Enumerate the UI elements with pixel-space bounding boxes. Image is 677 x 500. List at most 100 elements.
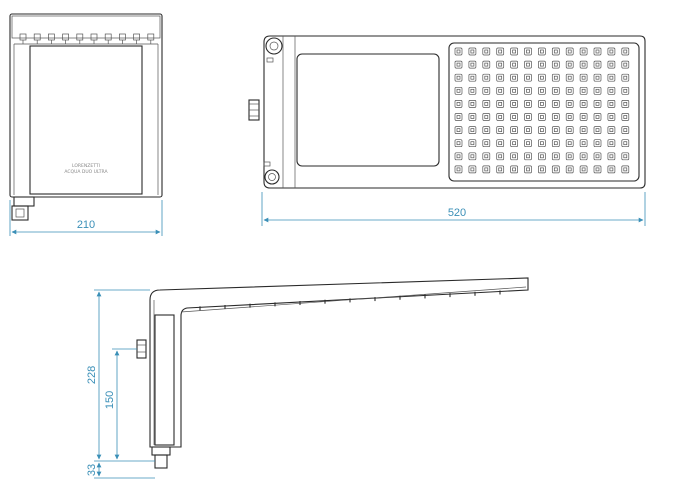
- nozzle-inner: [540, 62, 544, 67]
- nozzle: [621, 152, 630, 161]
- nozzle-inner: [540, 102, 544, 106]
- nozzle: [551, 86, 560, 95]
- nozzle-inner: [623, 141, 628, 146]
- front-nozzle: [62, 33, 69, 41]
- nozzle-inner: [581, 102, 586, 106]
- nozzle: [482, 86, 491, 95]
- nozzle: [579, 139, 588, 148]
- nozzle-inner: [567, 128, 572, 132]
- nozzle: [621, 73, 630, 82]
- nozzle: [482, 60, 491, 69]
- nozzle-inner: [623, 88, 628, 93]
- nozzle-inner: [540, 115, 544, 119]
- front-nozzle: [147, 33, 155, 41]
- nozzle: [496, 165, 505, 174]
- nozzle: [621, 165, 630, 174]
- nozzle-inner: [581, 128, 586, 132]
- nozzle-inner: [595, 128, 600, 132]
- nozzle-inner: [540, 154, 544, 159]
- nozzle-inner: [595, 115, 600, 119]
- nozzle: [593, 126, 602, 134]
- nozzle-inner: [623, 62, 628, 67]
- front-connector-inner: [15, 208, 25, 218]
- nozzle-inner: [623, 49, 628, 54]
- nozzle: [551, 152, 560, 161]
- nozzle: [482, 47, 491, 56]
- nozzle-inner: [512, 102, 516, 106]
- nozzle: [579, 152, 588, 161]
- nozzle: [496, 113, 505, 121]
- nozzle-inner: [498, 102, 503, 106]
- nozzle-inner: [484, 75, 489, 80]
- nozzle-inner: [567, 102, 572, 106]
- nozzle-inner: [609, 115, 614, 119]
- nozzle: [607, 152, 616, 161]
- nozzle-inner: [540, 128, 544, 132]
- nozzle: [482, 139, 491, 148]
- front-brand-line2: ACQUA DUO ULTRA: [64, 169, 108, 175]
- dim-label-150: 150: [104, 391, 116, 409]
- nozzle-inner: [553, 62, 558, 67]
- nozzle-inner: [609, 49, 614, 54]
- nozzle: [621, 86, 630, 95]
- nozzle-inner: [567, 167, 572, 172]
- front-view: LORENZETTI ACQUA DUO ULTRA: [9, 13, 163, 221]
- nozzle-inner: [526, 154, 530, 159]
- nozzle: [468, 152, 477, 161]
- side-body-outline: [149, 277, 529, 448]
- front-panel: [29, 45, 143, 195]
- nozzle-inner: [581, 62, 586, 67]
- nozzle: [524, 152, 532, 161]
- nozzle-inner: [498, 167, 503, 172]
- nozzle: [454, 113, 463, 121]
- nozzle-inner: [567, 141, 572, 146]
- nozzle: [538, 152, 546, 161]
- front-body-outline: [9, 13, 163, 198]
- nozzle-inner: [540, 49, 544, 54]
- nozzle: [524, 47, 532, 56]
- dim-label-228: 228: [86, 366, 98, 384]
- nozzle: [579, 86, 588, 95]
- top-clip-lower: [263, 161, 271, 167]
- nozzle: [524, 73, 532, 82]
- nozzle-inner: [553, 75, 558, 80]
- top-knob-lower: [264, 169, 280, 185]
- nozzle: [524, 165, 532, 174]
- nozzle: [468, 139, 477, 148]
- nozzle-inner: [526, 88, 530, 93]
- nozzle: [565, 152, 574, 161]
- nozzle: [510, 139, 518, 148]
- nozzle: [621, 60, 630, 69]
- nozzle: [607, 139, 616, 148]
- nozzle: [482, 165, 491, 174]
- nozzle-inner: [484, 115, 489, 119]
- nozzle-inner: [498, 75, 503, 80]
- nozzle: [607, 47, 616, 56]
- nozzle: [468, 113, 477, 121]
- nozzle-inner: [623, 128, 628, 132]
- top-nozzle-grid: [454, 47, 630, 174]
- nozzle-inner: [498, 115, 503, 119]
- nozzle: [468, 126, 477, 134]
- nozzle: [468, 60, 477, 69]
- nozzle: [510, 47, 518, 56]
- nozzle-inner: [595, 88, 600, 93]
- nozzle-inner: [456, 115, 461, 119]
- nozzle: [593, 100, 602, 108]
- nozzle: [454, 139, 463, 148]
- top-nozzle-plate: [448, 42, 640, 182]
- nozzle-inner: [567, 154, 572, 159]
- nozzle: [593, 152, 602, 161]
- top-body-outline: [263, 35, 646, 189]
- nozzle-inner: [470, 141, 475, 146]
- nozzle: [524, 60, 532, 69]
- top-center-panel: [296, 53, 440, 167]
- nozzle: [454, 73, 463, 82]
- nozzle-inner: [484, 102, 489, 106]
- nozzle-inner: [526, 167, 530, 172]
- side-outlet: [151, 446, 171, 456]
- nozzle-inner: [623, 115, 628, 119]
- nozzle-inner: [526, 128, 530, 132]
- nozzle-inner: [595, 62, 600, 67]
- nozzle: [565, 47, 574, 56]
